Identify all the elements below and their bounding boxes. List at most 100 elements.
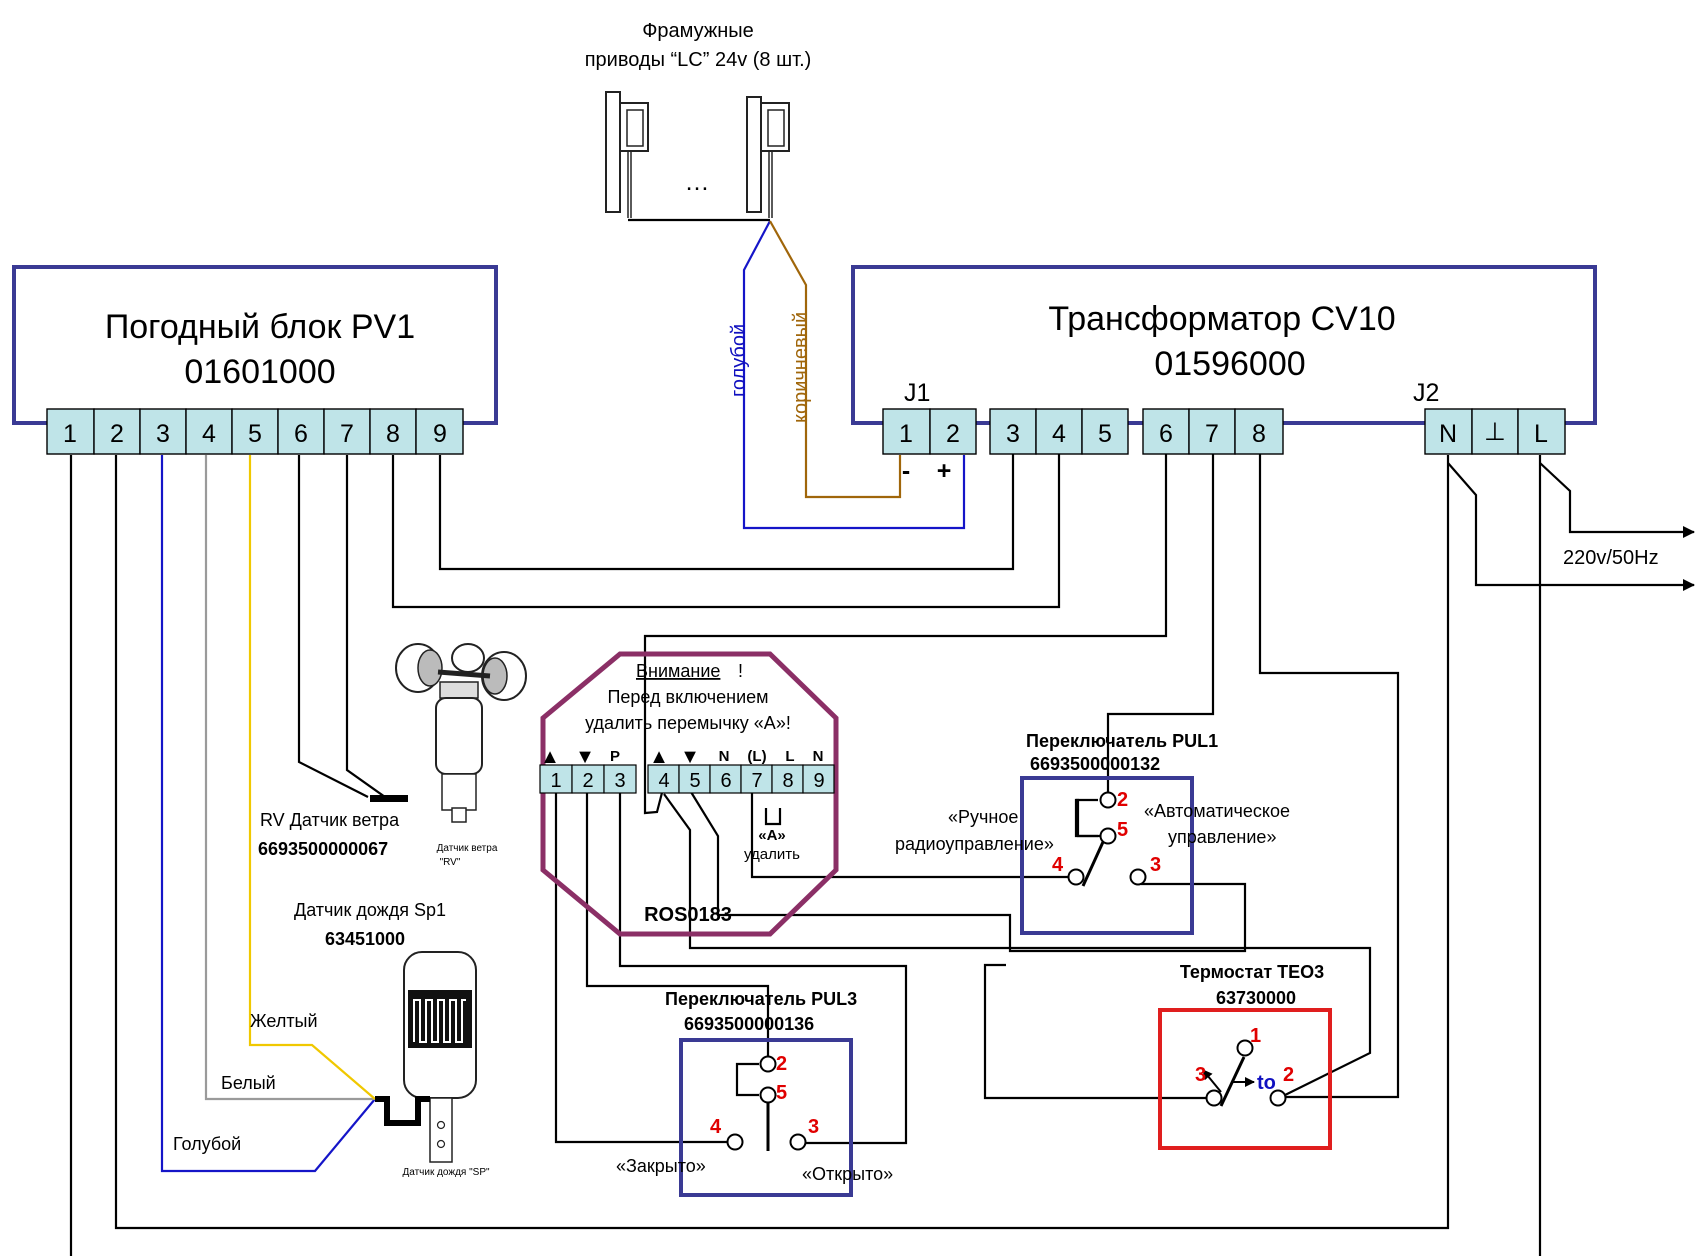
- teo3-thermostat: Термостат TEO3 63730000 1 3 2 to: [1158, 962, 1332, 1150]
- ros-symbol: ▼: [575, 746, 595, 768]
- pv1-terminal: 1: [63, 420, 77, 448]
- cv10-j2-label: J2: [1413, 379, 1439, 407]
- wire-label-brown: коричневый: [790, 312, 812, 423]
- pul3-pin: 4: [710, 1116, 722, 1138]
- cv10-terminal: 3: [1006, 420, 1020, 448]
- cv10-terminal: 4: [1052, 420, 1066, 448]
- actuators-title-line2: приводы “LC” 24v (8 шт.): [585, 49, 812, 71]
- pv1-terminal-strip: 1 2 3 4 5 6 7 8 9: [46, 408, 464, 455]
- cv10-j1-terminal: 2: [946, 420, 960, 448]
- pul1-pin: 4: [1052, 854, 1064, 876]
- pul3-pin: 2: [776, 1053, 787, 1075]
- pv1-title: Погодный блок PV1: [105, 308, 415, 346]
- actuators-title-line1: Фрамужные: [642, 20, 754, 42]
- pv1-terminal: 2: [110, 420, 124, 448]
- ros-symbol: (L): [747, 748, 766, 765]
- teo3-pin: 1: [1250, 1025, 1261, 1047]
- wind-sensor-label: RV Датчик ветра: [260, 810, 400, 830]
- pv1-terminal: 6: [294, 420, 308, 448]
- ros-terminal: 2: [582, 770, 593, 792]
- pul1-auto-line1: «Автоматическое: [1144, 801, 1290, 821]
- pul3-closed-label: «Закрыто»: [616, 1156, 706, 1176]
- wire-label-lightblue: Голубой: [173, 1134, 241, 1154]
- teo3-pin: 3: [1195, 1064, 1206, 1086]
- pv1-weather-block: Погодный блок PV1 01601000 1 2 3 4 5 6 7…: [12, 265, 498, 455]
- pv1-terminal: 7: [340, 420, 354, 448]
- cv10-title: Трансформатор CV10: [1048, 300, 1395, 338]
- pv1-terminal: 4: [202, 420, 216, 448]
- teo3-temp-symbol: to: [1257, 1072, 1276, 1094]
- wire-label-blue: голубой: [728, 324, 750, 397]
- rain-sensor-caption: Датчик дождя "SP": [402, 1167, 490, 1178]
- mains-label: 220v/50Hz: [1563, 547, 1659, 569]
- ros-terminal: 6: [720, 770, 731, 792]
- actuator-icon-right: [746, 96, 790, 218]
- pul3-code: 6693500000136: [684, 1014, 814, 1034]
- cv10-transformer: Трансформатор CV10 01596000 J1 J2 1 2 - …: [851, 265, 1597, 485]
- pul3-pin: 5: [776, 1082, 787, 1104]
- ros-terminal: 7: [751, 770, 762, 792]
- ros-symbol: N: [813, 748, 824, 765]
- ros-controller: Внимание ! Перед включением удалить пере…: [539, 651, 839, 937]
- cv10-frame: [851, 265, 1597, 425]
- jumper-a-icon: [764, 808, 782, 826]
- cv10-j2-terminal: N: [1439, 420, 1457, 448]
- ros-name: ROS0183: [644, 904, 732, 926]
- cv10-terminal: 8: [1252, 420, 1266, 448]
- cv10-code: 01596000: [1154, 345, 1305, 383]
- anemometer-icon: [370, 643, 527, 823]
- jumper-a-remove: удалить: [744, 846, 800, 863]
- ros-warning-line3: удалить перемычку «А»!: [585, 713, 791, 733]
- ros-symbol: ▼: [680, 746, 700, 768]
- ros-symbol: ▲: [540, 746, 560, 768]
- pv1-terminal: 9: [433, 420, 447, 448]
- ros-symbol: N: [719, 748, 730, 765]
- wind-sensor: RV Датчик ветра 6693500000067 Датчик вет…: [258, 643, 527, 868]
- wire-label-white: Белый: [221, 1073, 276, 1093]
- cv10-terminal: 7: [1205, 420, 1219, 448]
- j1-plus-label: +: [937, 457, 952, 485]
- ros-terminal: 9: [813, 770, 824, 792]
- pul1-title: Переключатель PUL1: [1026, 731, 1218, 751]
- teo3-frame: [1158, 1008, 1332, 1150]
- pul1-code: 6693500000132: [1030, 754, 1160, 774]
- actuators-ellipsis: …: [685, 168, 710, 196]
- ros-terminal: 1: [550, 770, 561, 792]
- pul1-pin: 2: [1117, 789, 1128, 811]
- teo3-title: Термостат TEO3: [1180, 962, 1324, 982]
- pul3-switch: Переключатель PUL3 6693500000136 2 5 4 3: [665, 989, 857, 1197]
- ros-symbol: L: [785, 748, 794, 765]
- pul3-pin: 3: [808, 1116, 819, 1138]
- pul1-pin: 5: [1117, 819, 1128, 841]
- rain-sensor-code: 63451000: [325, 929, 405, 949]
- rain-sensor-label: Датчик дождя Sp1: [294, 900, 446, 920]
- ros-symbol: ▲: [649, 746, 669, 768]
- pv1-frame: [12, 265, 498, 425]
- j1-minus-label: -: [902, 457, 910, 485]
- ros-terminal: 8: [782, 770, 793, 792]
- wind-sensor-caption: Датчик ветра: [437, 843, 498, 854]
- cv10-j2-terminal: ⊥: [1484, 418, 1506, 446]
- pul1-manual-line2: радиоуправление»: [895, 834, 1054, 854]
- pv1-terminal: 5: [248, 420, 262, 448]
- cv10-j1-label: J1: [904, 379, 930, 407]
- teo3-code: 63730000: [1216, 988, 1296, 1008]
- cv10-terminal: 6: [1159, 420, 1173, 448]
- ros-warning-line2: Перед включением: [607, 687, 768, 707]
- pv1-code: 01601000: [184, 353, 335, 391]
- window-actuators: Фрамужные приводы “LC” 24v (8 шт.) …: [585, 20, 812, 222]
- pul1-switch: Переключатель PUL1 6693500000132 2 5 4 3: [1020, 731, 1218, 935]
- pul1-manual-line1: «Ручное: [948, 807, 1018, 827]
- ros-terminal: 5: [689, 770, 700, 792]
- ros-warning-excl: !: [738, 661, 743, 681]
- pul1-pin: 3: [1150, 854, 1161, 876]
- ros-terminal: 4: [658, 770, 669, 792]
- pul3-title: Переключатель PUL3: [665, 989, 857, 1009]
- pul3-open-label: «Открыто»: [802, 1164, 893, 1184]
- cv10-j1-terminal: 1: [899, 420, 913, 448]
- ros-symbol: P: [610, 748, 620, 765]
- cv10-j2-terminal: L: [1534, 420, 1548, 448]
- wires: [69, 220, 1695, 1256]
- wind-sensor-caption-2: "RV": [440, 857, 461, 868]
